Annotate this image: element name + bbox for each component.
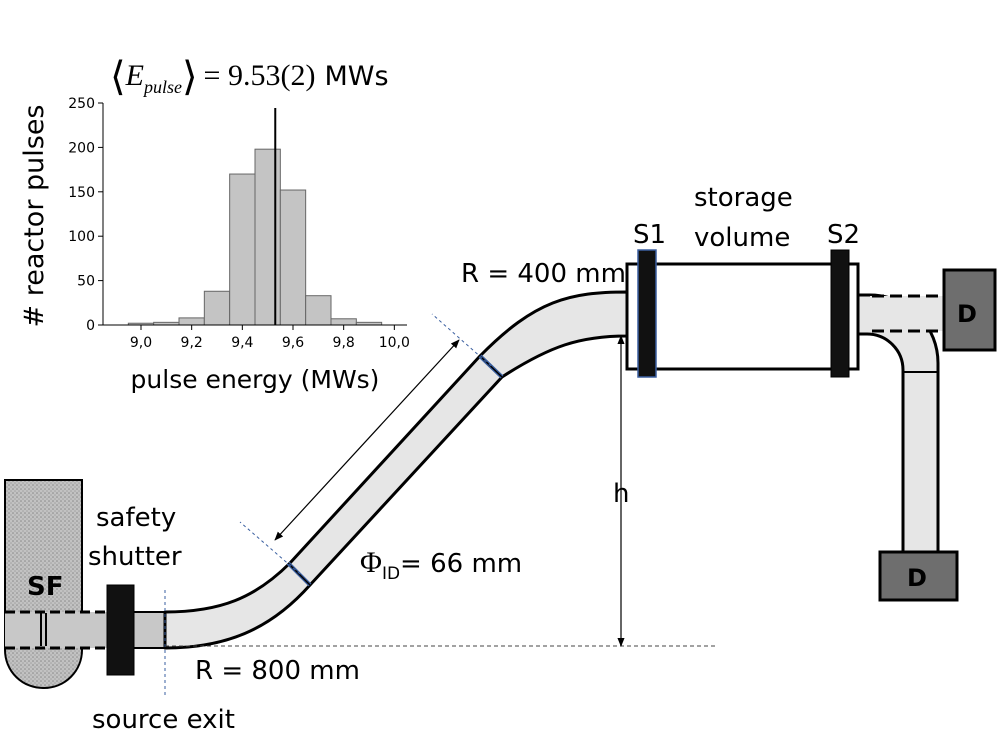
histogram-bar bbox=[305, 295, 332, 326]
histogram-bars bbox=[127, 148, 383, 326]
storage-volume: S1 S2 storage volume bbox=[625, 183, 860, 378]
flange-lower-core bbox=[287, 562, 311, 586]
title-unit: MWs bbox=[324, 61, 388, 92]
histogram-bar bbox=[279, 189, 307, 326]
safety-shutter bbox=[106, 584, 135, 676]
storage-vessel bbox=[625, 262, 860, 371]
x-tick-label: 9,8 bbox=[333, 335, 355, 351]
flange-upper-core bbox=[479, 355, 503, 378]
source-exit-label: source exit bbox=[92, 705, 235, 735]
y-tick-label: 50 bbox=[77, 274, 95, 290]
source-guide-stub bbox=[5, 612, 110, 648]
x-tick-label: 9,0 bbox=[130, 335, 152, 351]
safety-label-line1: safety bbox=[96, 503, 176, 533]
storage-label-line1: storage bbox=[694, 183, 793, 213]
detector-guide bbox=[856, 293, 940, 554]
title-langle: ⟨ bbox=[110, 54, 126, 99]
y-axis-label: # reactor pulses bbox=[19, 104, 50, 327]
incline-extension-upper bbox=[431, 313, 492, 367]
y-tick-label: 200 bbox=[68, 140, 95, 156]
detection-section: D D bbox=[856, 268, 997, 602]
title-rangle: ⟩ bbox=[182, 54, 198, 99]
histogram-bar bbox=[178, 317, 205, 326]
neutron-guide bbox=[109, 290, 629, 695]
shutter-s1 bbox=[637, 249, 657, 378]
incline-extension-lower bbox=[239, 521, 301, 575]
safety-label-line2: shutter bbox=[88, 542, 182, 572]
storage-label-line2: volume bbox=[694, 223, 790, 253]
phi-label: ΦID= 66 mm bbox=[360, 546, 522, 584]
phi-symbol: Φ bbox=[360, 546, 382, 579]
ucn-source: SF bbox=[4, 479, 110, 690]
y-axis-ticks: 0 50 100 150 200 250 bbox=[68, 96, 103, 334]
x-axis-label: pulse energy (MWs) bbox=[131, 365, 380, 394]
histogram-bar bbox=[330, 318, 357, 326]
incline-length-arrow bbox=[274, 339, 460, 541]
pulse-energy-histogram: ⟨Epulse⟩= 9.53(2) MWs # reactor pulses pu… bbox=[19, 54, 410, 394]
y-tick-label: 0 bbox=[86, 318, 95, 334]
r-bottom-label: R = 800 mm bbox=[195, 656, 360, 686]
histogram-title: ⟨Epulse⟩= 9.53(2) MWs bbox=[110, 54, 389, 99]
sf-label: SF bbox=[27, 572, 64, 602]
x-axis-ticks: 9,0 9,2 9,4 9,6 9,8 10,0 bbox=[130, 325, 410, 351]
detector-top bbox=[942, 268, 997, 352]
x-tick-label: 9,6 bbox=[282, 335, 304, 351]
title-value: = 9.53(2) bbox=[204, 59, 316, 92]
bypass-branch bbox=[870, 296, 946, 331]
y-tick-label: 250 bbox=[68, 96, 95, 112]
histogram-bar bbox=[229, 173, 256, 326]
detector-bottom-label: D bbox=[907, 564, 927, 592]
title-subscript: pulse bbox=[142, 77, 182, 97]
detector-bottom bbox=[878, 550, 959, 602]
x-tick-label: 9,4 bbox=[231, 335, 253, 351]
x-tick-label: 9,2 bbox=[181, 335, 203, 351]
phi-subscript: ID bbox=[382, 564, 400, 584]
y-tick-label: 150 bbox=[68, 185, 95, 201]
shutter-s2 bbox=[830, 249, 850, 378]
y-tick-label: 100 bbox=[68, 229, 95, 245]
histogram-bar bbox=[254, 148, 281, 326]
r-top-label: R = 400 mm bbox=[461, 259, 626, 289]
title-symbol: E bbox=[125, 59, 144, 92]
x-tick-label: 10,0 bbox=[379, 335, 410, 351]
h-label: h bbox=[613, 479, 629, 509]
detector-top-label: D bbox=[957, 300, 977, 328]
s2-label: S2 bbox=[827, 220, 860, 250]
histogram-bar bbox=[203, 290, 231, 326]
phi-value: = 66 mm bbox=[400, 549, 522, 579]
s1-label: S1 bbox=[633, 220, 666, 250]
